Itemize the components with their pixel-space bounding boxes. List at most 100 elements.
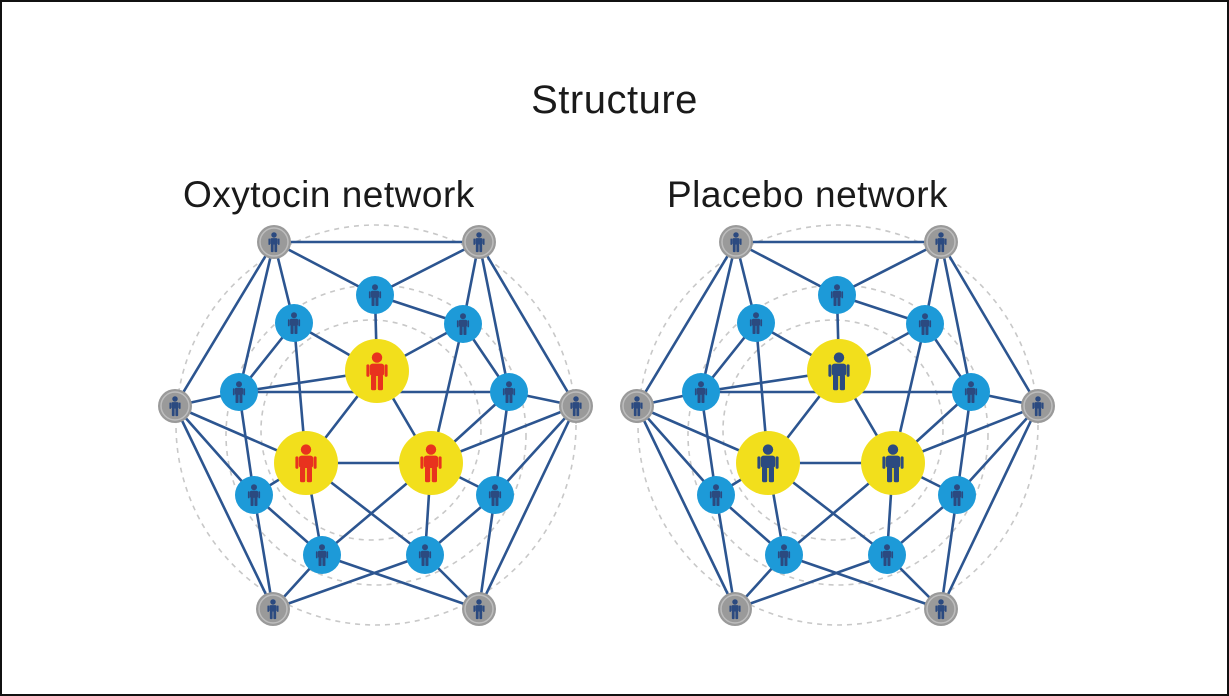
oxytocin-middle-node: [220, 373, 258, 411]
placebo-person-icon: [631, 396, 643, 417]
placebo-middle-node: [818, 276, 856, 314]
placebo-central-node: [736, 431, 800, 495]
oxytocin-person-icon: [488, 484, 502, 507]
placebo-person-icon: [730, 232, 742, 253]
oxytocin-person-icon: [473, 232, 485, 253]
placebo-edge: [835, 240, 943, 297]
placebo-middle-node: [697, 476, 735, 514]
oxytocin-person-icon: [502, 381, 516, 404]
oxytocin-edge: [271, 553, 427, 611]
placebo-outer-node: [620, 389, 654, 423]
placebo-central-node: [861, 431, 925, 495]
placebo-edge: [733, 553, 889, 611]
placebo-outer-node: [1021, 389, 1055, 423]
placebo-edge: [714, 493, 737, 611]
oxytocin-edge: [272, 240, 377, 297]
placebo-edge: [939, 240, 973, 394]
oxytocin-edge: [477, 240, 578, 408]
placebo-guide-circle: [637, 224, 1039, 626]
oxytocin-outer-node: [256, 592, 290, 626]
oxytocin-outer-node: [462, 592, 496, 626]
oxytocin-middle-node: [406, 536, 444, 574]
placebo-edge: [734, 240, 839, 297]
placebo-person-icon: [1032, 396, 1044, 417]
placebo-network-label: Placebo network: [667, 174, 949, 215]
placebo-guide-circle: [687, 284, 989, 586]
placebo-person-icon: [729, 599, 741, 620]
oxytocin-central-node: [345, 339, 409, 403]
placebo-person-icon: [709, 484, 723, 507]
oxytocin-outer-node: [257, 225, 291, 259]
oxytocin-person-icon: [287, 312, 301, 335]
placebo-edge: [635, 240, 738, 408]
placebo-person-icon: [882, 444, 904, 483]
oxytocin-edge: [477, 404, 578, 611]
oxytocin-middle-node: [303, 536, 341, 574]
placebo-outer-node: [718, 592, 752, 626]
placebo-edge: [699, 240, 738, 394]
placebo-person-icon: [828, 352, 850, 391]
placebo-edge: [635, 404, 718, 497]
oxytocin-person-icon: [232, 381, 246, 404]
placebo-person-icon: [749, 312, 763, 335]
placebo-middle-node: [938, 476, 976, 514]
oxytocin-outer-node: [559, 389, 593, 423]
oxytocin-guide-circle: [225, 284, 527, 586]
oxytocin-person-icon: [169, 396, 181, 417]
placebo-middle-node: [952, 373, 990, 411]
oxytocin-middle-node: [490, 373, 528, 411]
oxytocin-edge: [373, 240, 481, 297]
oxytocin-person-icon: [247, 484, 261, 507]
placebo-person-icon: [777, 544, 791, 567]
placebo-edge: [635, 404, 737, 611]
placebo-edge: [939, 240, 1040, 408]
oxytocin-middle-node: [444, 305, 482, 343]
placebo-edge: [939, 493, 959, 611]
placebo-middle-node: [906, 305, 944, 343]
oxytocin-person-icon: [368, 284, 382, 307]
oxytocin-edge: [320, 553, 481, 611]
placebo-edge: [955, 404, 1040, 497]
oxytocin-guide-circle: [175, 224, 577, 626]
oxytocin-outer-node: [462, 225, 496, 259]
placebo-person-icon: [964, 381, 978, 404]
oxytocin-outer-node: [158, 389, 192, 423]
placebo-guide-circle: [722, 319, 944, 541]
placebo-middle-node: [737, 304, 775, 342]
placebo-central-node: [807, 339, 871, 403]
oxytocin-edge: [237, 240, 276, 394]
oxytocin-network-label: Oxytocin network: [183, 174, 475, 215]
placebo-person-icon: [950, 484, 964, 507]
oxytocin-edge: [477, 493, 497, 611]
placebo-edge: [939, 404, 1040, 611]
placebo-middle-node: [868, 536, 906, 574]
placebo-edge: [782, 553, 943, 611]
placebo-person-icon: [935, 232, 947, 253]
oxytocin-edge: [173, 404, 275, 611]
oxytocin-person-icon: [295, 444, 317, 483]
oxytocin-middle-node: [356, 276, 394, 314]
placebo-person-icon: [694, 381, 708, 404]
placebo-person-icon: [918, 313, 932, 336]
diagram-title: Structure: [531, 78, 698, 122]
oxytocin-person-icon: [267, 599, 279, 620]
oxytocin-middle-node: [476, 476, 514, 514]
placebo-person-icon: [880, 544, 894, 567]
oxytocin-middle-node: [275, 304, 313, 342]
oxytocin-person-icon: [366, 352, 388, 391]
oxytocin-person-icon: [315, 544, 329, 567]
oxytocin-person-icon: [418, 544, 432, 567]
oxytocin-middle-node: [235, 476, 273, 514]
oxytocin-central-node: [399, 431, 463, 495]
placebo-middle-node: [765, 536, 803, 574]
placebo-person-icon: [830, 284, 844, 307]
placebo-person-icon: [757, 444, 779, 483]
placebo-outer-node: [719, 225, 753, 259]
oxytocin-person-icon: [420, 444, 442, 483]
oxytocin-edge: [477, 240, 511, 394]
oxytocin-person-icon: [570, 396, 582, 417]
placebo-middle-node: [682, 373, 720, 411]
placebo-outer-node: [924, 592, 958, 626]
